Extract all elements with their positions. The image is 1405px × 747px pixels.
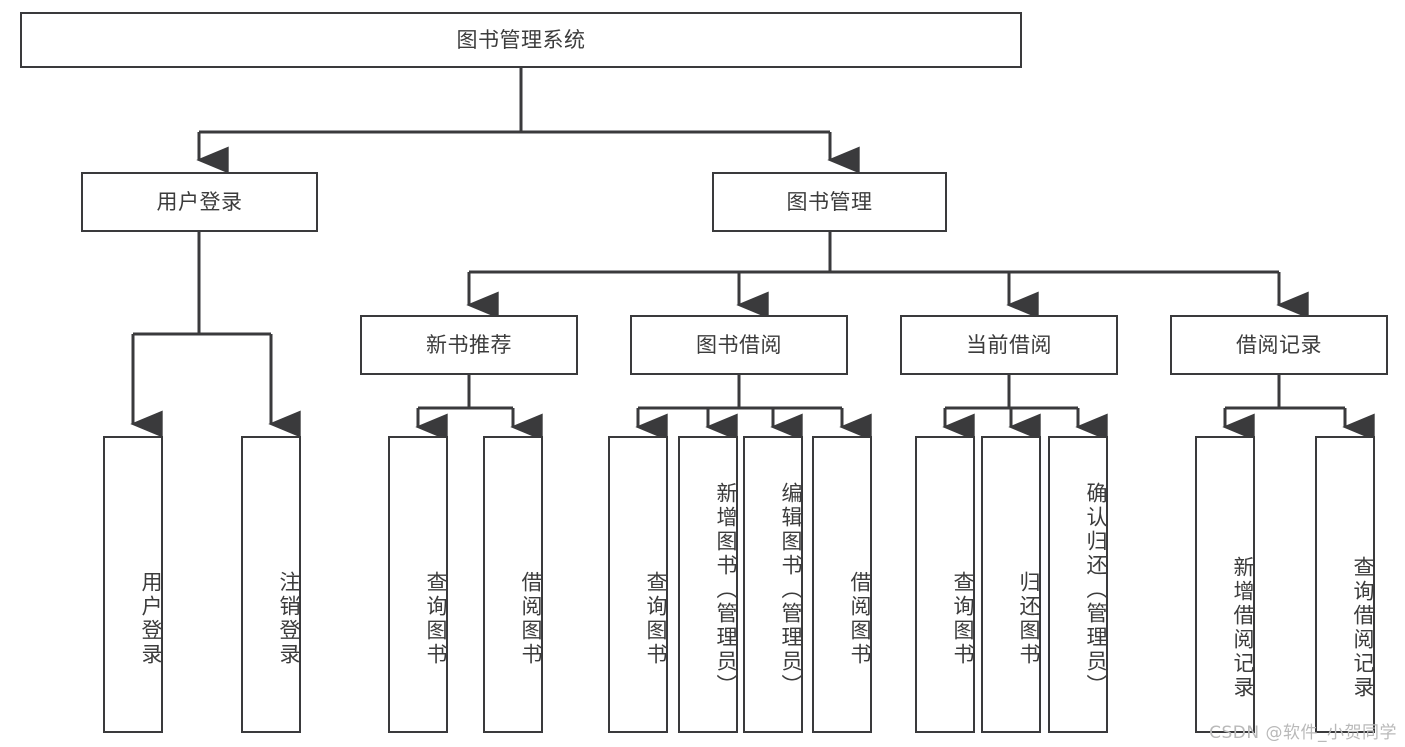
leaf-query-book-current[interactable]: 查询图书: [915, 436, 975, 733]
leaf-return-book[interactable]: 归还图书: [981, 436, 1041, 733]
node-new-book-recommend[interactable]: 新书推荐: [360, 315, 578, 375]
node-user-login[interactable]: 用户登录: [81, 172, 318, 232]
leaf-edit-book-admin[interactable]: 编辑图书（管理员）: [743, 436, 803, 733]
leaf-query-borrow-record[interactable]: 查询借阅记录: [1315, 436, 1375, 733]
node-borrow-record[interactable]: 借阅记录: [1170, 315, 1388, 375]
leaf-user-login[interactable]: 用户登录: [103, 436, 163, 733]
node-book-management[interactable]: 图书管理: [712, 172, 947, 232]
leaf-borrow-book-newbook[interactable]: 借阅图书: [483, 436, 543, 733]
leaf-add-borrow-record[interactable]: 新增借阅记录: [1195, 436, 1255, 733]
leaf-query-book-newbook[interactable]: 查询图书: [388, 436, 448, 733]
leaf-confirm-return-admin[interactable]: 确认归还（管理员）: [1048, 436, 1108, 733]
leaf-logout[interactable]: 注销登录: [241, 436, 301, 733]
leaf-borrow-book[interactable]: 借阅图书: [812, 436, 872, 733]
node-root[interactable]: 图书管理系统: [20, 12, 1022, 68]
leaf-add-book-admin[interactable]: 新增图书（管理员）: [678, 436, 738, 733]
node-current-borrow[interactable]: 当前借阅: [900, 315, 1118, 375]
csdn-watermark: CSDN @软件_小贺同学: [1209, 723, 1397, 743]
leaf-query-book-borrow[interactable]: 查询图书: [608, 436, 668, 733]
node-book-borrow[interactable]: 图书借阅: [630, 315, 848, 375]
